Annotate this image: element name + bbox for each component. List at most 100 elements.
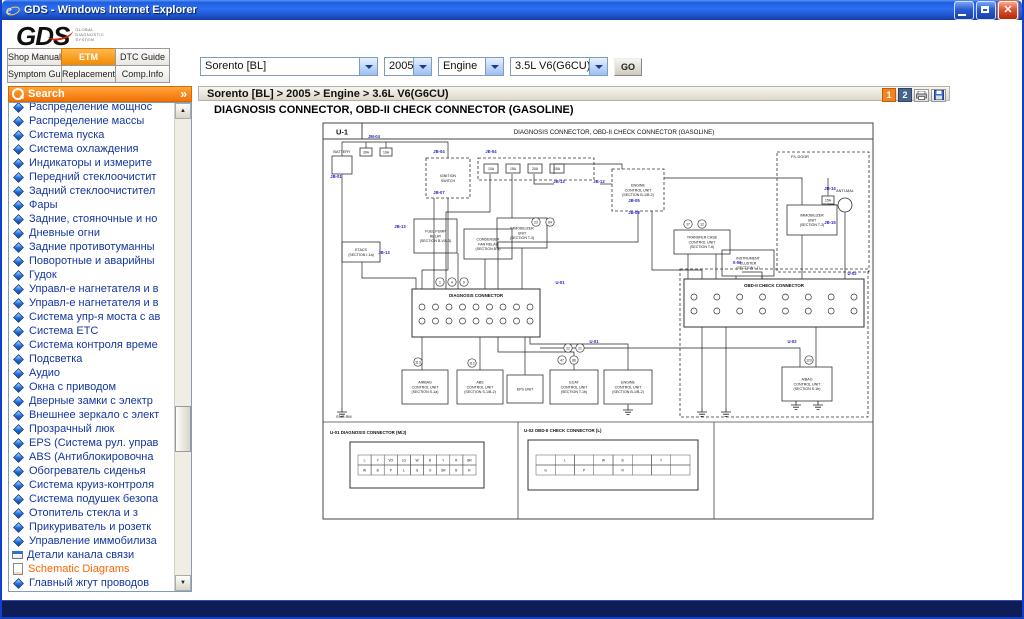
- tab-symptom-guide[interactable]: Symptom Guide: [7, 65, 62, 83]
- diagram-text: TRANSFER CASE: [687, 236, 718, 240]
- sidebar-item[interactable]: Задние противотуманны: [12, 240, 175, 254]
- sidebar-item[interactable]: Распределение массы: [12, 114, 175, 128]
- sidebar-item[interactable]: Распределение мощнос: [12, 103, 175, 114]
- doc-icon: [13, 563, 23, 575]
- diagram-text: P: [583, 469, 585, 473]
- tab-comp-info[interactable]: Comp.Info: [115, 65, 170, 83]
- sidebar-item[interactable]: Внешнее зеркало с элект: [12, 408, 175, 422]
- sidebar-item[interactable]: Система контроля време: [12, 338, 175, 352]
- wire-ref-label: JB-15: [824, 220, 836, 225]
- diagram-ref: U-1: [336, 128, 348, 137]
- page-buttons: 12: [882, 88, 912, 102]
- sidebar-item[interactable]: ABS (Антиблокировочна: [12, 450, 175, 464]
- sidebar: Распределение мощносРаспределение массыС…: [8, 102, 192, 592]
- sidebar-item[interactable]: Прозрачный люк: [12, 422, 175, 436]
- sidebar-item[interactable]: Обогреватель сиденья: [12, 464, 175, 478]
- sidebar-item[interactable]: Прикуриватель и розетк: [12, 520, 175, 534]
- page-button-2[interactable]: 2: [898, 88, 912, 102]
- sidebar-item[interactable]: Индикаторы и измерите: [12, 156, 175, 170]
- sidebar-item[interactable]: Система пуска: [12, 128, 175, 142]
- close-button[interactable]: ✕: [998, 1, 1018, 20]
- sidebar-item[interactable]: Управление иммобилиза: [12, 534, 175, 548]
- dropdown-arrow-icon[interactable]: [589, 58, 607, 75]
- vehicle-selectors: Sorento [BL] 2005 Engine 3.5L V6(G6CU) GO: [200, 57, 642, 76]
- sidebar-item[interactable]: Передний стеклоочистит: [12, 170, 175, 184]
- sidebar-item[interactable]: Поворотные и аварийны: [12, 254, 175, 268]
- search-expand-icon[interactable]: »: [180, 87, 187, 101]
- wire-ref-label: JB-01: [330, 174, 342, 179]
- diagram-text: 9: [463, 280, 465, 284]
- scroll-up-arrow[interactable]: ▲: [175, 103, 191, 119]
- save-button[interactable]: [931, 89, 946, 102]
- sidebar-item[interactable]: Система подушек безопа: [12, 492, 175, 506]
- sidebar-item[interactable]: Отопитель стекла и з: [12, 506, 175, 520]
- sidebar-scrollbar[interactable]: ▲ ▼: [174, 103, 191, 591]
- print-button[interactable]: [914, 89, 929, 102]
- diagram-text: CONTROL UNIT: [561, 385, 589, 389]
- sidebar-item[interactable]: EPS (Система рул. управ: [12, 436, 175, 450]
- maximize-button[interactable]: [976, 1, 996, 20]
- sidebar-item[interactable]: Задний стеклоочистител: [12, 184, 175, 198]
- sidebar-item-label: Поворотные и аварийны: [29, 254, 155, 268]
- sidebar-item[interactable]: Дневные огни: [12, 226, 175, 240]
- sidebar-item[interactable]: Гудок: [12, 268, 175, 282]
- dropdown-arrow-icon[interactable]: [359, 58, 377, 75]
- tab-replacement[interactable]: Replacement: [61, 65, 116, 83]
- page-title: DIAGNOSIS CONNECTOR, OBD-II CHECK CONNEC…: [214, 104, 574, 116]
- system-select[interactable]: Engine: [438, 57, 504, 76]
- diagram-text: F/L DOOR: [791, 155, 809, 159]
- sidebar-item[interactable]: Система упр-я моста с ав: [12, 310, 175, 324]
- diagram-text: 30A: [363, 151, 370, 155]
- sidebar-item[interactable]: Управл-е нагнетателя и в: [12, 296, 175, 310]
- wire-ref-label: JB-13: [553, 179, 565, 184]
- sidebar-item[interactable]: Главный жгут проводов: [12, 576, 175, 590]
- diamond-icon: [13, 130, 24, 141]
- title-bar[interactable]: e GDS - Windows Internet Explorer ✕: [2, 0, 1022, 20]
- sidebar-item-label: Управление иммобилиза: [29, 534, 157, 548]
- sidebar-item[interactable]: Окна с приводом: [12, 380, 175, 394]
- diamond-icon: [13, 494, 24, 505]
- sidebar-item[interactable]: Управл-е нагнетателя и в: [12, 282, 175, 296]
- sidebar-item[interactable]: Детали канала связи: [12, 548, 175, 562]
- model-select[interactable]: Sorento [BL]: [200, 57, 378, 76]
- go-button[interactable]: GO: [614, 58, 642, 76]
- sidebar-item[interactable]: Задние, стояночные и но: [12, 212, 175, 226]
- dropdown-arrow-icon[interactable]: [413, 58, 431, 75]
- sidebar-item[interactable]: Система охлаждения: [12, 142, 175, 156]
- gds-logo-text: GDS: [16, 22, 69, 50]
- tab-dtc-guide[interactable]: DTC Guide: [115, 48, 170, 66]
- year-select[interactable]: 2005: [384, 57, 432, 76]
- sidebar-item[interactable]: Schematic Diagrams: [12, 562, 175, 576]
- sidebar-item-label: Аудио: [29, 366, 60, 380]
- sidebar-item[interactable]: Фары: [12, 198, 175, 212]
- tab-shop-manual[interactable]: Shop Manual: [7, 48, 62, 66]
- sidebar-item-label: Фары: [29, 198, 58, 212]
- scroll-down-arrow[interactable]: ▼: [175, 575, 191, 591]
- diamond-icon: [13, 214, 24, 225]
- dropdown-arrow-icon[interactable]: [485, 58, 503, 75]
- maximize-icon: [981, 6, 989, 13]
- diagram-text: UNIT: [808, 218, 817, 222]
- sidebar-item[interactable]: Подсветка: [12, 352, 175, 366]
- engine-select[interactable]: 3.5L V6(G6CU): [510, 57, 608, 76]
- diagram-text: 12: [700, 222, 704, 226]
- scrollbar-thumb[interactable]: [175, 406, 191, 452]
- diagram-text: GR: [441, 469, 446, 473]
- sidebar-item-label: ABS (Антиблокировочна: [29, 450, 154, 464]
- diamond-icon: [13, 578, 24, 589]
- diagram-text: 15A: [554, 167, 561, 171]
- sidebar-item[interactable]: Дверные замки с электр: [12, 394, 175, 408]
- gds-logo: GDS GLOBAL DIAGNOSTIC SYSTEM: [16, 22, 119, 50]
- sidebar-item[interactable]: Система ETC: [12, 324, 175, 338]
- wiring-diagram[interactable]: U-1DIAGNOSIS CONNECTOR, OBD-II CHECK CON…: [322, 122, 874, 520]
- diagram-text: 86: [572, 358, 576, 362]
- diamond-icon: [13, 284, 24, 295]
- tab-etm[interactable]: ETM: [61, 48, 116, 66]
- minimize-button[interactable]: [954, 1, 974, 20]
- diamond-icon: [13, 242, 24, 253]
- sidebar-item-label: Гудок: [29, 268, 57, 282]
- sidebar-item[interactable]: Система круиз-контроля: [12, 478, 175, 492]
- page-button-1[interactable]: 1: [882, 88, 896, 102]
- sidebar-item[interactable]: Аудио: [12, 366, 175, 380]
- search-bar[interactable]: Search »: [8, 86, 192, 102]
